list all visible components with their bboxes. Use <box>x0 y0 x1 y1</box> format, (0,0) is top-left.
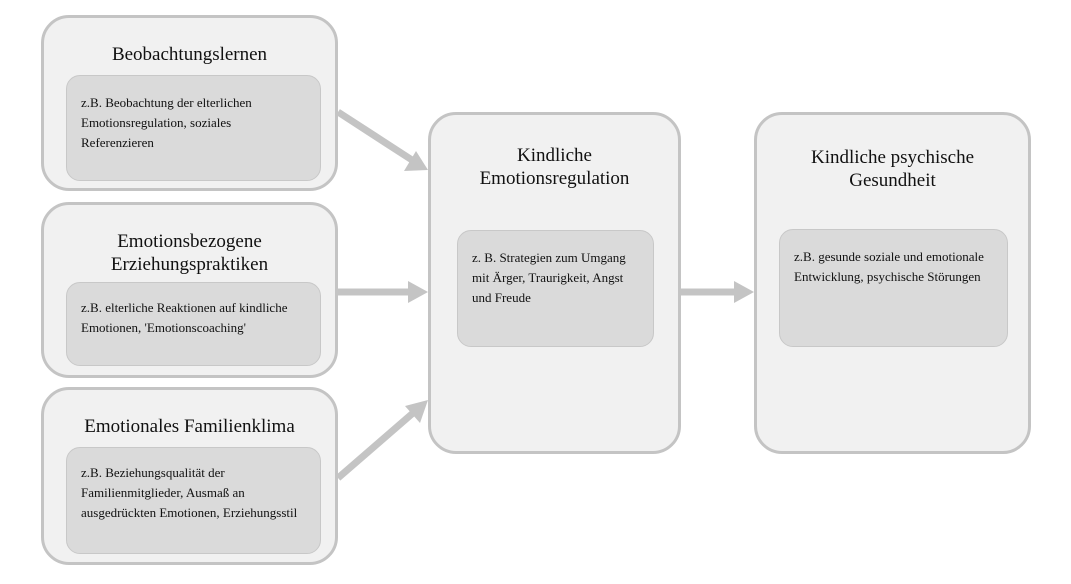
box-parenting-practices: Emotionsbezogene Erziehungspraktiken z.B… <box>41 202 338 378</box>
arrow-parenting-to-regulation <box>338 281 428 303</box>
box-title: Kindliche Emotionsregulation <box>479 145 630 189</box>
box-title: Emotionales Familienklima <box>84 416 295 437</box>
arrow-observational-to-regulation <box>336 109 428 171</box>
box-description: z.B. elterliche Reaktionen auf kindliche… <box>66 282 321 366</box>
box-description: z.B. Beobachtung der elterlichen Emotion… <box>66 75 321 181</box>
arrow-regulation-to-health <box>681 281 754 303</box>
box-title: Beobachtungslernen <box>111 44 268 65</box>
box-description: z. B. Strategien zum Umgang mit Ärger, T… <box>457 230 654 347</box>
box-family-climate: Emotionales Familienklima z.B. Beziehung… <box>41 387 338 565</box>
box-emotion-regulation: Kindliche Emotionsregulation z. B. Strat… <box>428 112 681 454</box>
box-description: z.B. Beziehungsqualität der Familienmitg… <box>66 447 321 554</box>
box-title: Kindliche psychische Gesundheit <box>810 147 975 191</box>
box-observational-learning: Beobachtungslernen z.B. Beobachtung der … <box>41 15 338 191</box>
arrow-climate-to-regulation <box>335 400 428 481</box>
box-description: z.B. gesunde soziale und emotionale Entw… <box>779 229 1008 347</box>
box-mental-health: Kindliche psychische Gesundheit z.B. ges… <box>754 112 1031 454</box>
box-title: Emotionsbezogene Erziehungspraktiken <box>110 231 269 275</box>
